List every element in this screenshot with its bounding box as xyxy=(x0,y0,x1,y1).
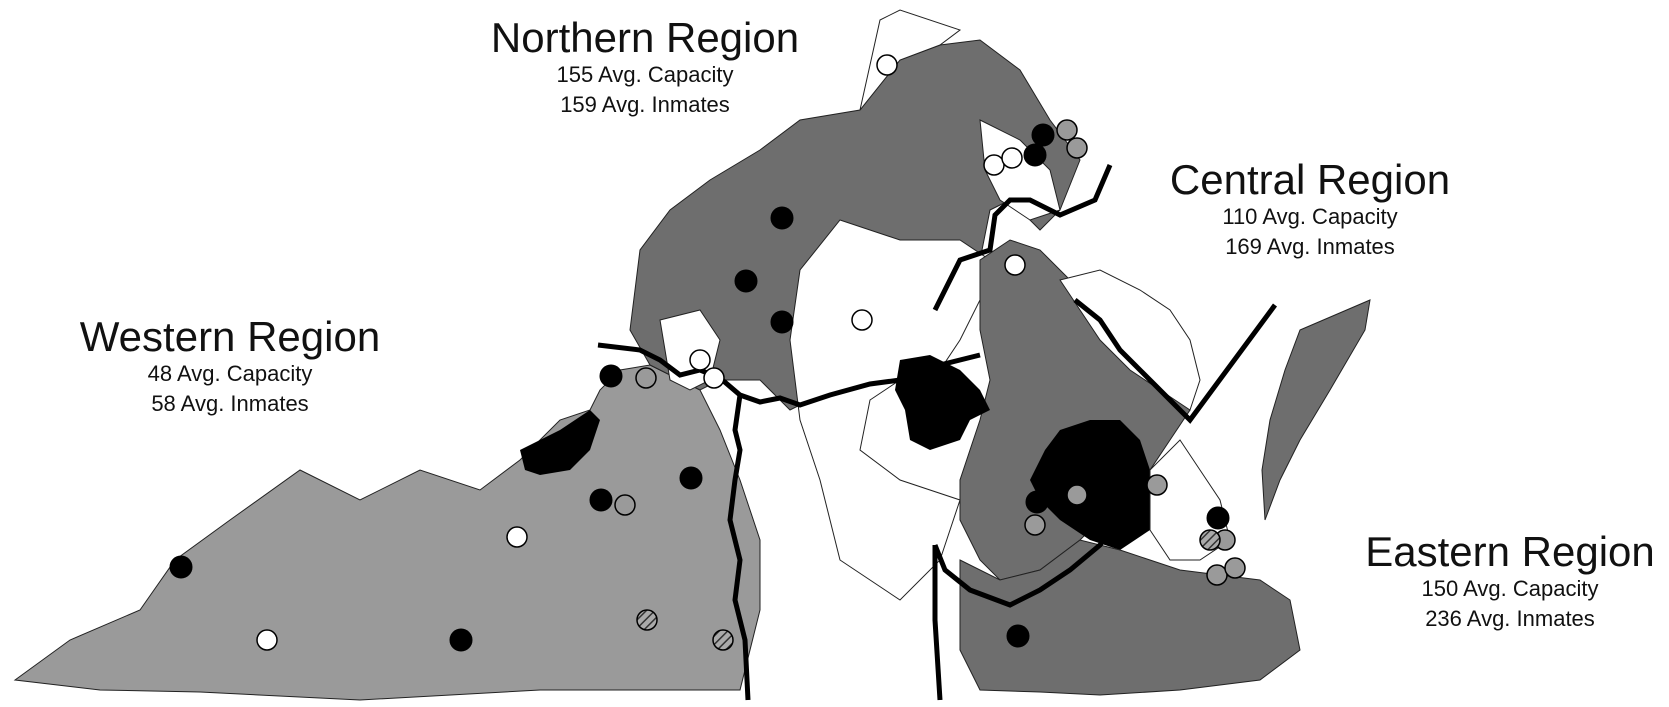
facility-marker xyxy=(679,466,703,490)
facility-marker xyxy=(1066,137,1088,159)
white-counties-tidewater xyxy=(1059,269,1201,411)
boundary-west-south xyxy=(727,394,751,701)
facility-marker xyxy=(1023,143,1047,167)
boundary-central-south xyxy=(932,438,1123,608)
northern-region-label: Northern Region 155 Avg. Capacity 159 Av… xyxy=(480,16,810,120)
facility-markers-black xyxy=(169,123,1230,652)
facility-marker xyxy=(1025,490,1049,514)
facility-marker xyxy=(876,54,898,76)
facility-markers-hatched xyxy=(636,529,1221,651)
facility-markers-white xyxy=(256,54,1026,651)
boundary-central-east xyxy=(1073,298,1278,424)
eastern-shore-peninsula xyxy=(1261,299,1371,521)
facility-marker xyxy=(770,310,794,334)
central-region-inmates: 169 Avg. Inmates xyxy=(1225,234,1395,259)
facility-marker xyxy=(712,629,734,651)
facility-marker xyxy=(614,494,636,516)
black-county-central xyxy=(895,355,990,450)
white-counties-northeast xyxy=(979,119,1061,221)
central-region-capacity: 110 Avg. Capacity xyxy=(1222,204,1398,229)
facility-marker xyxy=(1006,624,1030,648)
facility-marker xyxy=(983,154,1005,176)
northern-region-inmates: 159 Avg. Inmates xyxy=(560,92,730,117)
white-counties-north xyxy=(859,9,962,111)
facility-marker xyxy=(1146,474,1168,496)
facility-marker xyxy=(1024,514,1046,536)
facility-marker xyxy=(599,364,623,388)
eastern-region-inmates: 236 Avg. Inmates xyxy=(1425,606,1595,631)
facility-marker xyxy=(734,269,758,293)
facility-marker xyxy=(1206,564,1228,586)
facility-marker xyxy=(1004,254,1026,276)
facility-marker xyxy=(851,309,873,331)
facility-markers-gray xyxy=(614,119,1246,586)
northern-region-title: Northern Region xyxy=(490,14,800,61)
central-region-label: Central Region 110 Avg. Capacity 169 Avg… xyxy=(1160,158,1460,262)
facility-marker xyxy=(635,367,657,389)
facility-marker xyxy=(770,206,794,230)
facility-marker xyxy=(703,367,725,389)
western-region-label: Western Region 48 Avg. Capacity 58 Avg. … xyxy=(70,315,390,419)
facility-marker xyxy=(506,526,528,548)
facility-marker xyxy=(1001,147,1023,169)
facility-marker xyxy=(1056,119,1078,141)
facility-marker xyxy=(1199,529,1221,551)
eastern-region-title: Eastern Region xyxy=(1365,528,1655,575)
facility-marker xyxy=(589,488,613,512)
black-county-west xyxy=(520,410,600,475)
western-region-capacity: 48 Avg. Capacity xyxy=(147,361,313,386)
western-region-inmates: 58 Avg. Inmates xyxy=(151,391,309,416)
black-county-east xyxy=(1030,420,1160,550)
facility-marker xyxy=(1031,123,1055,147)
western-region-title: Western Region xyxy=(79,313,381,360)
facility-marker xyxy=(1066,484,1088,506)
facility-marker xyxy=(169,555,193,579)
facility-marker xyxy=(636,609,658,631)
facility-marker xyxy=(1224,557,1246,579)
boundary-north-central xyxy=(932,164,1113,312)
central-region-title: Central Region xyxy=(1169,156,1451,203)
boundary-west-north xyxy=(597,342,981,408)
facility-marker xyxy=(449,628,473,652)
northern-region-capacity: 155 Avg. Capacity xyxy=(556,62,734,87)
eastern-region-label: Eastern Region 150 Avg. Capacity 236 Avg… xyxy=(1360,530,1660,634)
facility-marker xyxy=(1206,506,1230,530)
boundary-south-drop xyxy=(932,545,943,701)
facility-marker xyxy=(689,349,711,371)
facility-marker xyxy=(256,629,278,651)
eastern-region-capacity: 150 Avg. Capacity xyxy=(1421,576,1599,601)
